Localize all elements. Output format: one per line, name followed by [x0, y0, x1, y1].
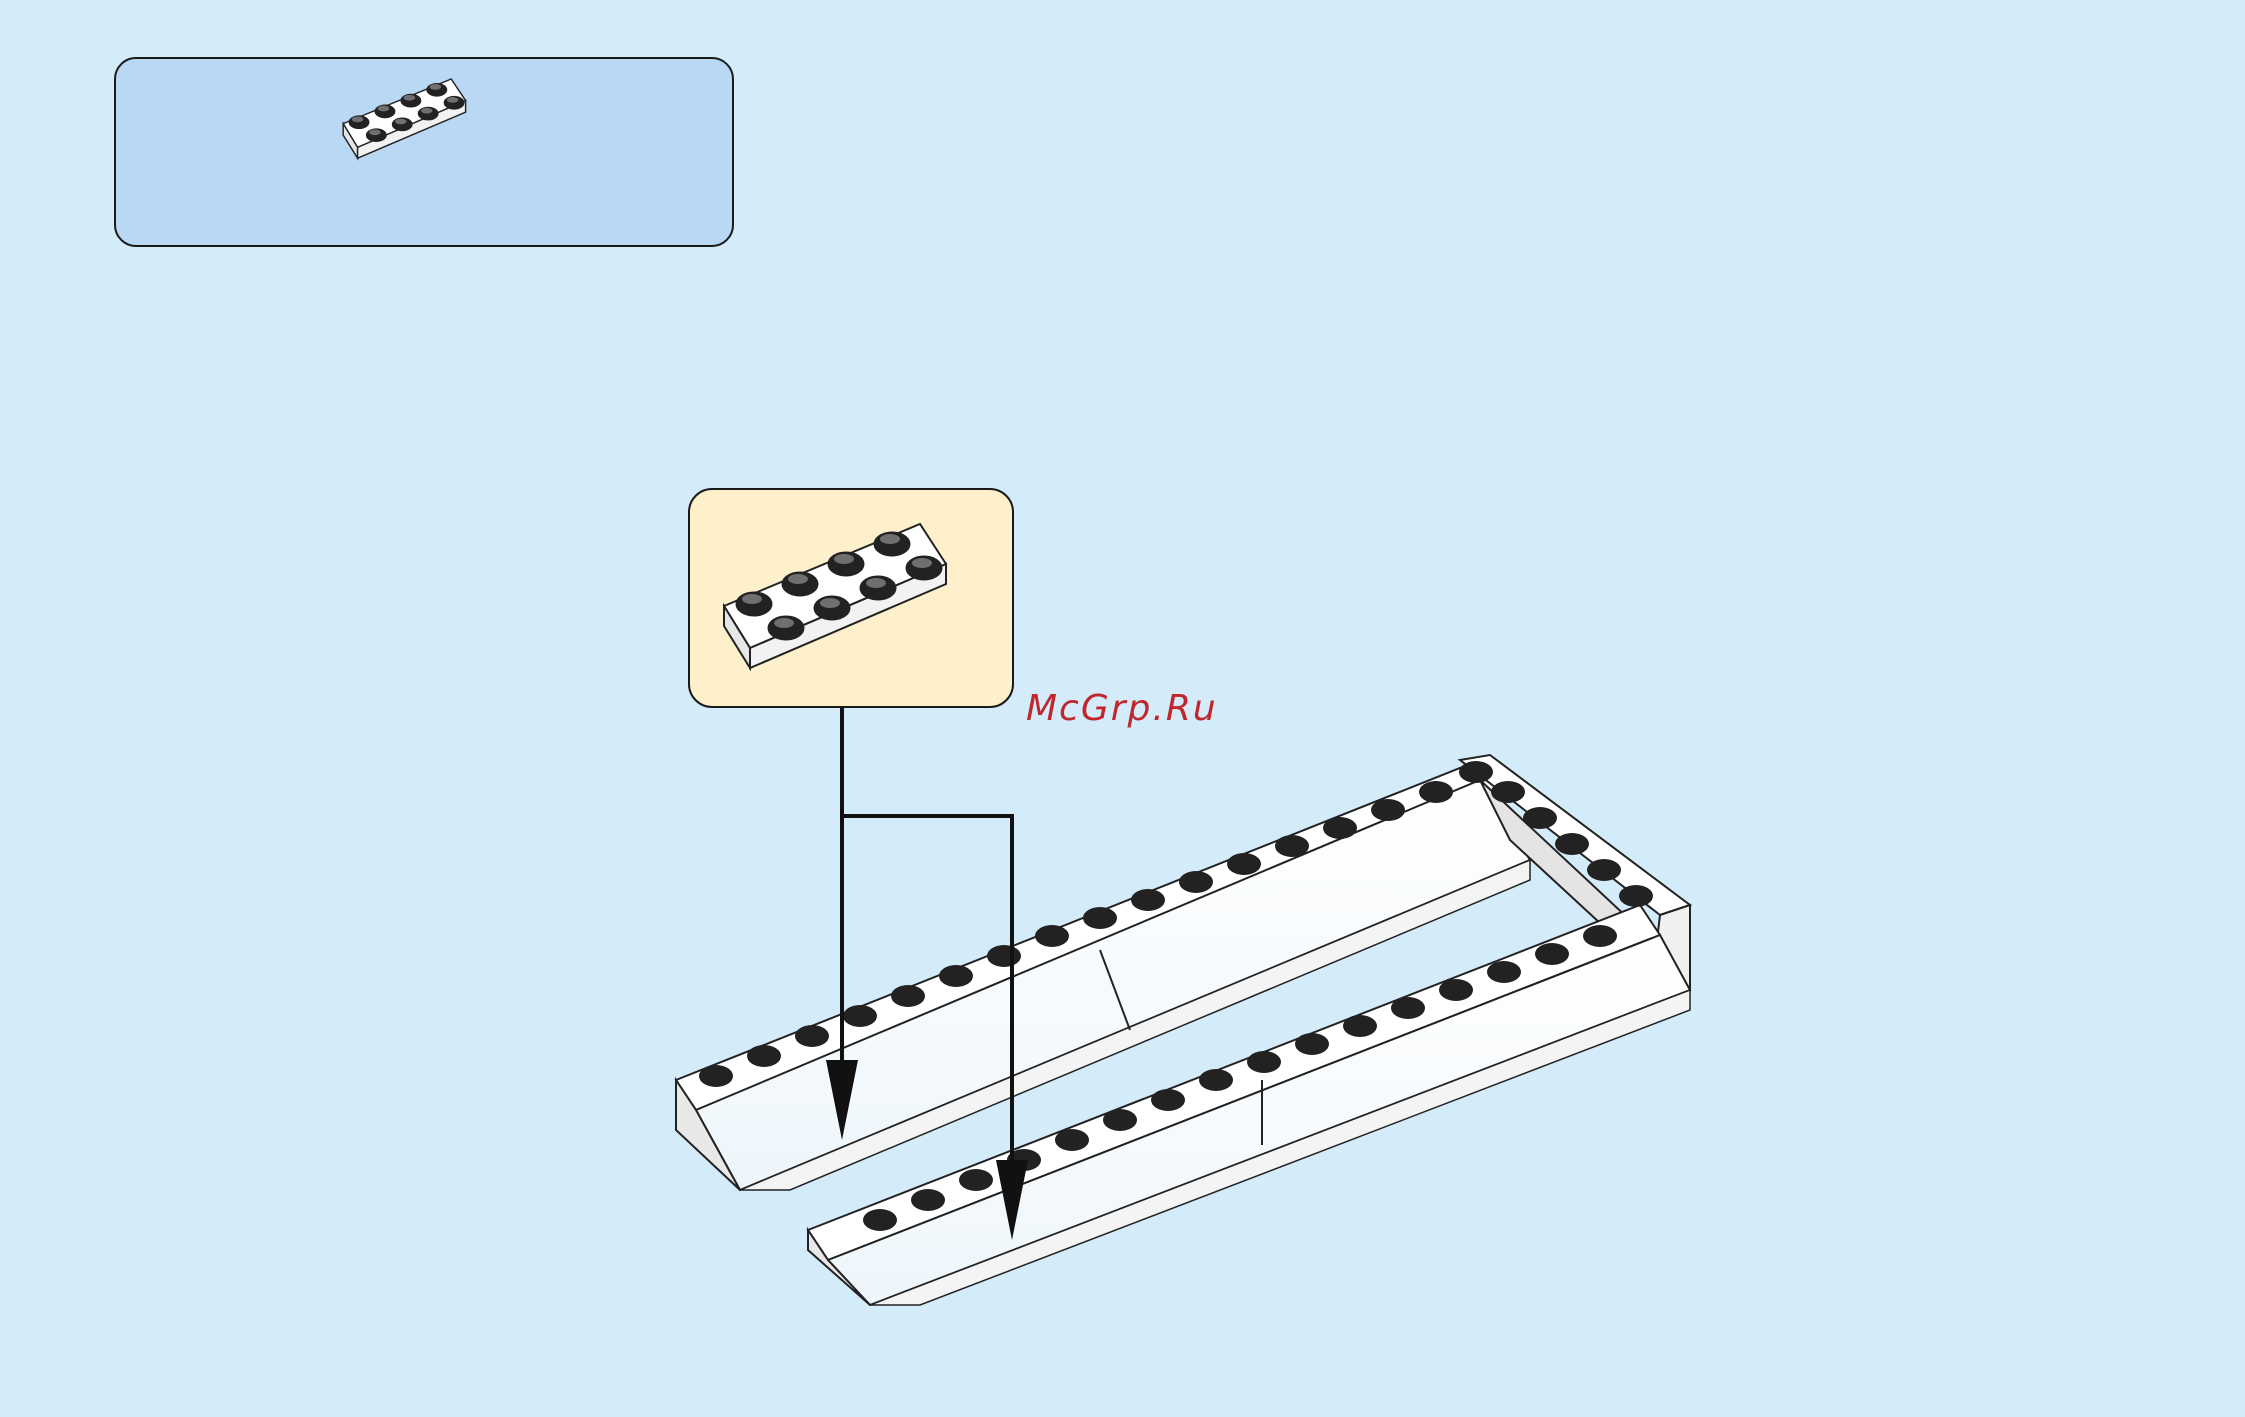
watermark-text: McGrp.Ru — [1026, 688, 1218, 729]
